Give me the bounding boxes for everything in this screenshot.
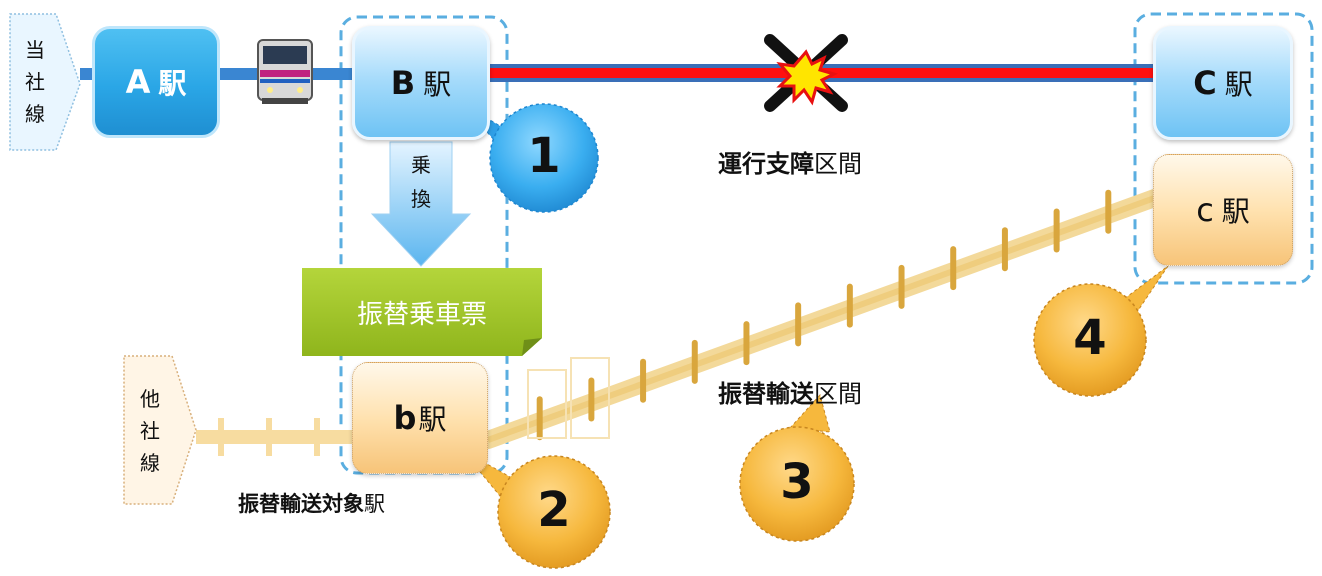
other-line-label-shape — [123, 355, 197, 505]
station-a-letter: A — [125, 63, 151, 101]
callout-1-number: 1 — [527, 128, 561, 184]
transfer-caption-main: 振替輸送 — [718, 380, 814, 408]
other-line-track — [196, 418, 354, 456]
transfer-arrow — [370, 141, 472, 267]
target-caption-main: 振替輸送対象 — [238, 492, 364, 516]
station-c-letter: C — [1193, 64, 1217, 102]
target-caption-suffix: 駅 — [364, 492, 385, 516]
station-a-suffix: 駅 — [158, 67, 187, 100]
target-station-caption: 振替輸送対象駅 — [238, 488, 385, 518]
disruption-caption-suffix: 区間 — [814, 150, 862, 178]
station-c-other-suffix: 駅 — [1221, 195, 1250, 228]
transfer-caption-suffix: 区間 — [814, 380, 862, 408]
own-line-char-2: 社 — [25, 70, 45, 94]
station-c-suffix: 駅 — [1224, 68, 1253, 101]
own-line-label: 当 社 線 — [12, 18, 58, 146]
station-c-other-letter: c — [1196, 191, 1214, 229]
callout-2-number: 2 — [537, 482, 571, 538]
transfer-ticket — [302, 268, 542, 356]
own-line-char-1: 当 — [25, 38, 45, 62]
disruption-section-caption: 運行支障区間 — [718, 144, 862, 179]
station-c-other[interactable]: c 駅 — [1153, 154, 1293, 266]
station-b-other-letter: b — [393, 399, 417, 437]
other-line-char-1: 他 — [140, 387, 160, 411]
station-b-suffix: 駅 — [423, 68, 452, 101]
station-a[interactable]: A 駅 — [92, 26, 220, 138]
station-b-letter: B — [390, 64, 416, 102]
other-line-label: 他 社 線 — [126, 366, 174, 496]
ticket-fold — [522, 338, 542, 356]
station-c-group-frame — [1133, 12, 1314, 285]
train-icon — [257, 39, 313, 104]
transfer-char-2: 換 — [411, 187, 431, 211]
transfer-section-caption: 振替輸送区間 — [718, 374, 862, 409]
station-c[interactable]: C 駅 — [1153, 26, 1293, 140]
own-line-char-3: 線 — [25, 102, 45, 126]
station-b-other[interactable]: b 駅 — [352, 362, 488, 474]
explosion-icon — [776, 49, 839, 106]
transfer-section-track — [479, 187, 1169, 449]
callout-3-bubble — [739, 393, 855, 542]
other-line-char-2: 社 — [140, 419, 160, 443]
station-b-other-suffix: 駅 — [418, 403, 447, 436]
callout-4-number: 4 — [1073, 310, 1107, 366]
other-line-char-3: 線 — [140, 451, 160, 475]
station-b[interactable]: B 駅 — [352, 26, 490, 140]
transfer-ticket-label: 振替乗車票 — [356, 299, 487, 330]
transfer-char-1: 乗 — [411, 153, 431, 177]
callout-3-number: 3 — [780, 454, 814, 510]
disruption-caption-main: 運行支障 — [718, 150, 814, 178]
own-line-label-shape — [9, 13, 81, 151]
transfer-arrow-label: 乗 換 — [401, 148, 441, 216]
callout-4-bubble — [1033, 265, 1169, 397]
